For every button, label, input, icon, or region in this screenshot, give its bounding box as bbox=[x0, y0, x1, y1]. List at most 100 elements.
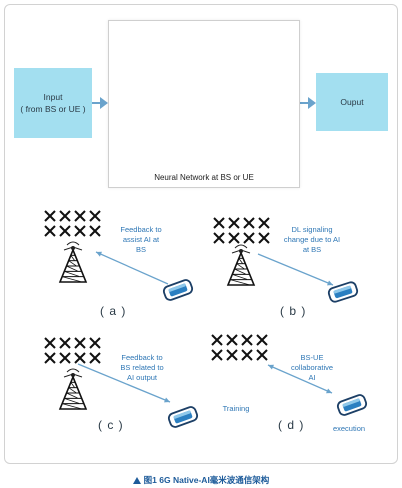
signal-wave bbox=[234, 244, 248, 249]
panel-d-line2: collaborative bbox=[290, 363, 334, 372]
panel-a-label: ( a ) bbox=[100, 304, 127, 318]
panel-graphics bbox=[44, 210, 368, 428]
panel-b-line1: DL signaling bbox=[291, 225, 333, 234]
execution-label: execution bbox=[332, 424, 366, 433]
antenna-element bbox=[241, 334, 253, 346]
triangle-icon bbox=[132, 477, 141, 484]
antenna-array bbox=[44, 337, 101, 364]
panel-b-arrow bbox=[257, 253, 334, 286]
antenna-element bbox=[228, 232, 240, 244]
antenna-element bbox=[44, 337, 56, 349]
tower-brace bbox=[66, 265, 78, 272]
antenna-element bbox=[228, 217, 240, 229]
antenna-element bbox=[89, 225, 101, 237]
phone-icon bbox=[162, 279, 194, 301]
antenna-array bbox=[44, 210, 101, 237]
arrow-line bbox=[77, 363, 171, 403]
tower-arms bbox=[63, 373, 83, 378]
base-station-tower-icon bbox=[226, 244, 256, 286]
panel-d-arrow bbox=[267, 364, 333, 394]
panel-b-text: DL signaling change due to AI at BS bbox=[272, 225, 352, 255]
output-box: Ouput bbox=[316, 73, 388, 131]
signal-wave bbox=[66, 368, 80, 373]
antenna-array bbox=[213, 217, 270, 244]
panel-d-line3: AI bbox=[308, 373, 316, 382]
panel-c-label: ( c ) bbox=[98, 418, 124, 432]
antenna-element bbox=[243, 217, 255, 229]
tower-arms bbox=[63, 246, 83, 251]
arrow-head bbox=[327, 280, 333, 286]
tower-arms bbox=[231, 249, 251, 254]
antenna-element bbox=[213, 232, 225, 244]
phone-screen-highlight bbox=[342, 398, 360, 407]
tower-brace bbox=[68, 387, 77, 393]
tower-brace bbox=[70, 255, 75, 261]
antenna-element bbox=[241, 349, 253, 361]
arrow-head bbox=[164, 397, 170, 403]
phone-screen-highlight bbox=[333, 285, 351, 294]
input-label: Input bbox=[43, 92, 63, 102]
tower-brace bbox=[62, 276, 81, 283]
tower-brace bbox=[64, 270, 80, 277]
tower-brace bbox=[230, 279, 249, 286]
panel-c-line1: Feedback to bbox=[121, 353, 163, 362]
tower-brace bbox=[232, 273, 248, 280]
panel-b-line3: at BS bbox=[302, 245, 322, 254]
figure-caption: 图1 6G Native-AI毫米波通信架构 bbox=[0, 474, 402, 486]
arrow-head bbox=[268, 364, 274, 370]
network-caption: Neural Network at BS or UE bbox=[154, 173, 254, 182]
antenna-element bbox=[74, 352, 86, 364]
panel-a-line1: Feedback to bbox=[120, 225, 162, 234]
tower-brace bbox=[66, 392, 78, 399]
panel-b-label: ( b ) bbox=[280, 304, 307, 318]
signal-wave bbox=[66, 241, 80, 246]
output-arrow bbox=[298, 97, 316, 109]
input-box: Input ( from BS or UE ) bbox=[14, 68, 92, 138]
panel-b-line2: change due to AI bbox=[283, 235, 341, 244]
phone-screen-highlight bbox=[168, 283, 186, 292]
input-arrow bbox=[92, 97, 108, 109]
antenna-element bbox=[256, 334, 268, 346]
phone-screen-highlight bbox=[173, 410, 191, 419]
antenna-element bbox=[59, 352, 71, 364]
neural-network-panel: Neural Network at BS or UE bbox=[108, 20, 300, 188]
tower-brace bbox=[62, 403, 81, 410]
tower-brace bbox=[64, 397, 80, 404]
antenna-element bbox=[44, 225, 56, 237]
antenna-element bbox=[211, 334, 223, 346]
antenna-element bbox=[226, 349, 238, 361]
phone-icon bbox=[327, 281, 359, 303]
panel-d-label: ( d ) bbox=[278, 418, 305, 432]
antenna-element bbox=[89, 337, 101, 349]
tower-brace bbox=[234, 268, 246, 275]
antenna-element bbox=[74, 225, 86, 237]
antenna-element bbox=[59, 210, 71, 222]
antenna-element bbox=[258, 232, 270, 244]
base-station-tower-icon bbox=[58, 241, 88, 283]
antenna-array bbox=[211, 334, 268, 361]
training-label: Training bbox=[222, 404, 250, 413]
antenna-element bbox=[258, 217, 270, 229]
antenna-element bbox=[59, 337, 71, 349]
antenna-element bbox=[74, 210, 86, 222]
antenna-element bbox=[211, 349, 223, 361]
panel-d-line1: BS-UE bbox=[300, 353, 324, 362]
arrow-line bbox=[257, 253, 334, 286]
tower-brace bbox=[238, 258, 243, 264]
panel-d-text: BS-UE collaborative AI bbox=[276, 353, 348, 383]
panel-c-arrow bbox=[77, 363, 171, 403]
panel-c-line2: BS related to bbox=[120, 363, 164, 372]
arrow-line bbox=[95, 251, 169, 285]
antenna-element bbox=[256, 349, 268, 361]
tower-brace bbox=[236, 263, 245, 269]
figure-caption-text: 图1 6G Native-AI毫米波通信架构 bbox=[143, 475, 270, 485]
antenna-element bbox=[44, 210, 56, 222]
arrow-line bbox=[267, 364, 333, 394]
input-source-label: ( from BS or UE ) bbox=[20, 104, 86, 114]
antenna-element bbox=[89, 210, 101, 222]
panel-a-text: Feedback to assist AI at BS bbox=[112, 225, 170, 255]
arrow-head bbox=[326, 388, 332, 394]
panel-a-arrow bbox=[95, 251, 169, 285]
phone-icon bbox=[336, 394, 368, 416]
tower-brace bbox=[70, 382, 75, 388]
